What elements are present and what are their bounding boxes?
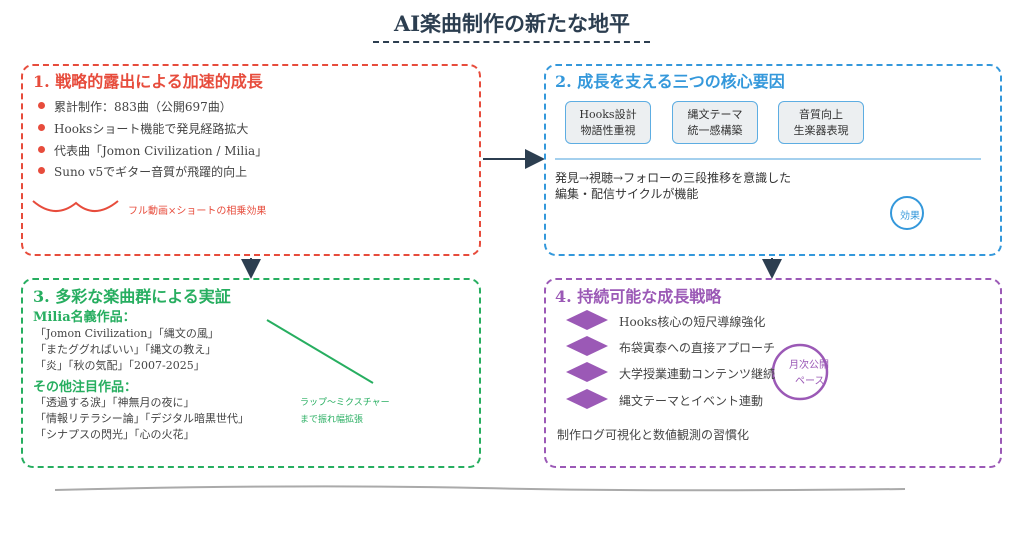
effect-circle — [890, 196, 924, 230]
diamond-icon — [566, 389, 608, 409]
monthly-circle — [771, 343, 829, 401]
diamond-icon — [566, 336, 608, 356]
factor-line: 生楽器表現 — [793, 124, 849, 137]
box4-heading: 4. 持続可能な成長戦略 — [555, 287, 722, 306]
others-subheading: その他注目作品： — [33, 380, 138, 395]
factor-hooks: Hooks設計物語性重視 — [565, 101, 651, 144]
factor-line: 縄文テーマ — [687, 108, 743, 121]
box2-heading: 2. 成長を支える三つの核心要因 — [555, 72, 785, 91]
milia-work: 「炎」「秋の気配」「2007-2025」 — [35, 359, 205, 372]
strategy-item: 布袋寅泰への直接アプローチ — [619, 341, 776, 355]
effect-label: 効果 — [900, 211, 920, 222]
monthly-label: ペース — [795, 376, 825, 387]
bullet-icon — [38, 124, 45, 131]
box3-heading: 3. 多彩な楽曲群による実証 — [33, 287, 231, 306]
red-wave — [32, 200, 119, 212]
box1-item: Suno v5でギター音質が飛躍的向上 — [54, 165, 248, 179]
page-title: AI楽曲制作の新たな地平 — [393, 11, 631, 36]
bullet-icon — [38, 146, 45, 153]
box2-desc: 発見→視聴→フォローの三段推移を意識した — [555, 171, 792, 185]
box-core-factors — [544, 64, 1002, 256]
box2-desc: 編集・配信サイクルが機能 — [555, 187, 699, 201]
bullet-icon — [38, 167, 45, 174]
factor-line: 音質向上 — [799, 108, 843, 121]
green-line — [266, 319, 374, 384]
box1-heading: 1. 戦略的露出による加速的成長 — [33, 72, 263, 91]
factor-line: 物語性重視 — [580, 124, 636, 137]
milia-work: 「Jomon Civilization」「縄文の風」 — [35, 327, 219, 340]
bottom-wave — [54, 485, 906, 492]
milia-subheading: Milia名義作品： — [33, 310, 136, 325]
other-work: 「透過する涙」「神無月の夜に」 — [35, 396, 195, 409]
box1-item: 代表曲「Jomon Civilization / Milia」 — [54, 144, 268, 158]
strategy-item: 縄文テーマとイベント連動 — [619, 394, 764, 408]
factor-sound: 音質向上生楽器表現 — [778, 101, 864, 144]
factor-jomon: 縄文テーマ統一感構築 — [672, 101, 758, 144]
other-work: 「シナプスの閃光」「心の火花」 — [35, 428, 195, 441]
other-work: 「情報リテラシー論」「デジタル暗黒世代」 — [35, 412, 250, 425]
box1-item: Hooksショート機能で発見経路拡大 — [54, 122, 249, 136]
box-diverse-works — [21, 278, 481, 468]
title-underline — [373, 41, 650, 43]
strategy-item: 大学授業連動コンテンツ継続 — [619, 367, 776, 381]
diamond-icon — [566, 310, 608, 330]
bullet-icon — [38, 102, 45, 109]
range-note: ラップ〜ミクスチャー — [300, 398, 390, 408]
box-sustainable-strategy — [544, 278, 1002, 468]
monthly-label: 月次公開 — [789, 360, 829, 371]
wave-label: フル動画×ショートの相乗効果 — [128, 206, 267, 217]
box-accelerated-growth — [21, 64, 481, 256]
box1-item: 累計制作：883曲（公開697曲） — [54, 100, 232, 114]
factor-line: 統一感構築 — [687, 124, 743, 137]
diamond-icon — [566, 362, 608, 382]
strategy-item: Hooks核心の短尺導線強化 — [619, 315, 766, 329]
box4-footer: 制作ログ可視化と数値観測の習慣化 — [557, 428, 750, 442]
milia-work: 「またググればいい」「縄文の教え」 — [35, 343, 217, 356]
factor-line: Hooks設計 — [579, 108, 637, 121]
range-note: まで振れ幅拡張 — [300, 415, 364, 425]
